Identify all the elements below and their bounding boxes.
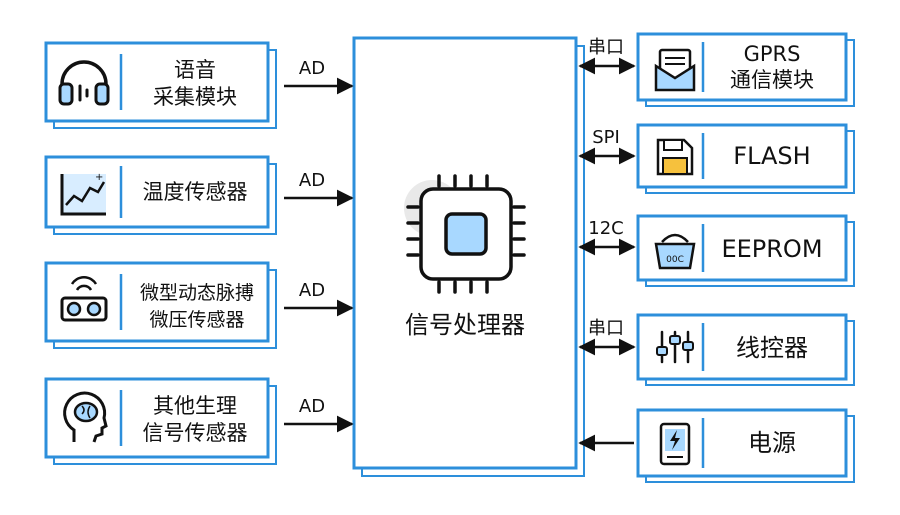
link-label: AD [299,280,325,301]
voice-module-line2: 采集模块 [153,85,237,109]
floppy-disk-icon [656,138,694,176]
link-label: AD [299,396,325,417]
flash-label: FLASH [733,142,810,170]
headphones-icon [58,60,110,106]
storage-basket-icon: 00C [654,233,696,270]
left-link-temperature: AD [284,170,354,207]
right-link-gprs: 串口 [578,37,636,75]
gprs-module-line2: 通信模块 [730,68,814,92]
mail-icon [654,48,696,92]
voice-module-line1: 语音 [174,58,216,82]
right-module-gprs: GPRS 通信模块 [636,32,855,107]
pulse-module-line1: 微型动态脉搏 [140,282,254,304]
physiological-module-line1: 其他生理 [153,394,237,418]
brain-head-icon [63,391,108,443]
temperature-chart-icon: + [60,172,106,216]
link-label: 12C [588,218,623,239]
cpu-chip-icon [404,174,526,294]
left-link-voice: AD [284,58,354,95]
left-link-pulse: AD [284,280,354,317]
controller-label: 线控器 [736,334,808,362]
right-module-flash: FLASH [636,123,855,194]
sliders-icon [656,330,694,364]
link-label: 串口 [588,318,624,339]
right-link-flash: SPI [578,127,636,165]
pulse-sensor-icon [60,275,108,322]
right-module-controller: 线控器 [636,313,855,386]
pulse-module-line2: 微压传感器 [149,309,244,331]
left-module-voice: 语音 采集模块 [44,41,277,129]
physiological-module-line2: 信号传感器 [143,421,248,445]
right-module-power: 电源 [636,408,855,483]
left-module-temperature: + 温度传感器 [44,155,277,235]
gprs-module-line1: GPRS [744,42,801,66]
link-label: AD [299,58,325,79]
right-module-eeprom: 00C EEPROM [636,214,855,287]
left-module-physiological: 其他生理 信号传感器 [44,377,277,465]
right-link-eeprom: 12C [578,218,636,256]
link-label: SPI [592,127,620,148]
processor-label: 信号处理器 [405,311,525,339]
svg-text:+: + [95,172,103,183]
power-bank-icon [659,422,691,466]
link-label: AD [299,170,325,191]
temperature-sensor-label: 温度传感器 [143,180,248,204]
right-link-controller: 串口 [578,318,636,356]
left-module-pulse: 微型动态脉搏 微压传感器 [44,261,277,349]
svg-text:00C: 00C [666,255,684,265]
link-label: 串口 [588,37,624,58]
power-label: 电源 [748,429,796,457]
signal-processor-block: 信号处理器 [352,36,585,477]
left-link-physiological: AD [284,396,354,433]
eeprom-label: EEPROM [721,235,822,263]
